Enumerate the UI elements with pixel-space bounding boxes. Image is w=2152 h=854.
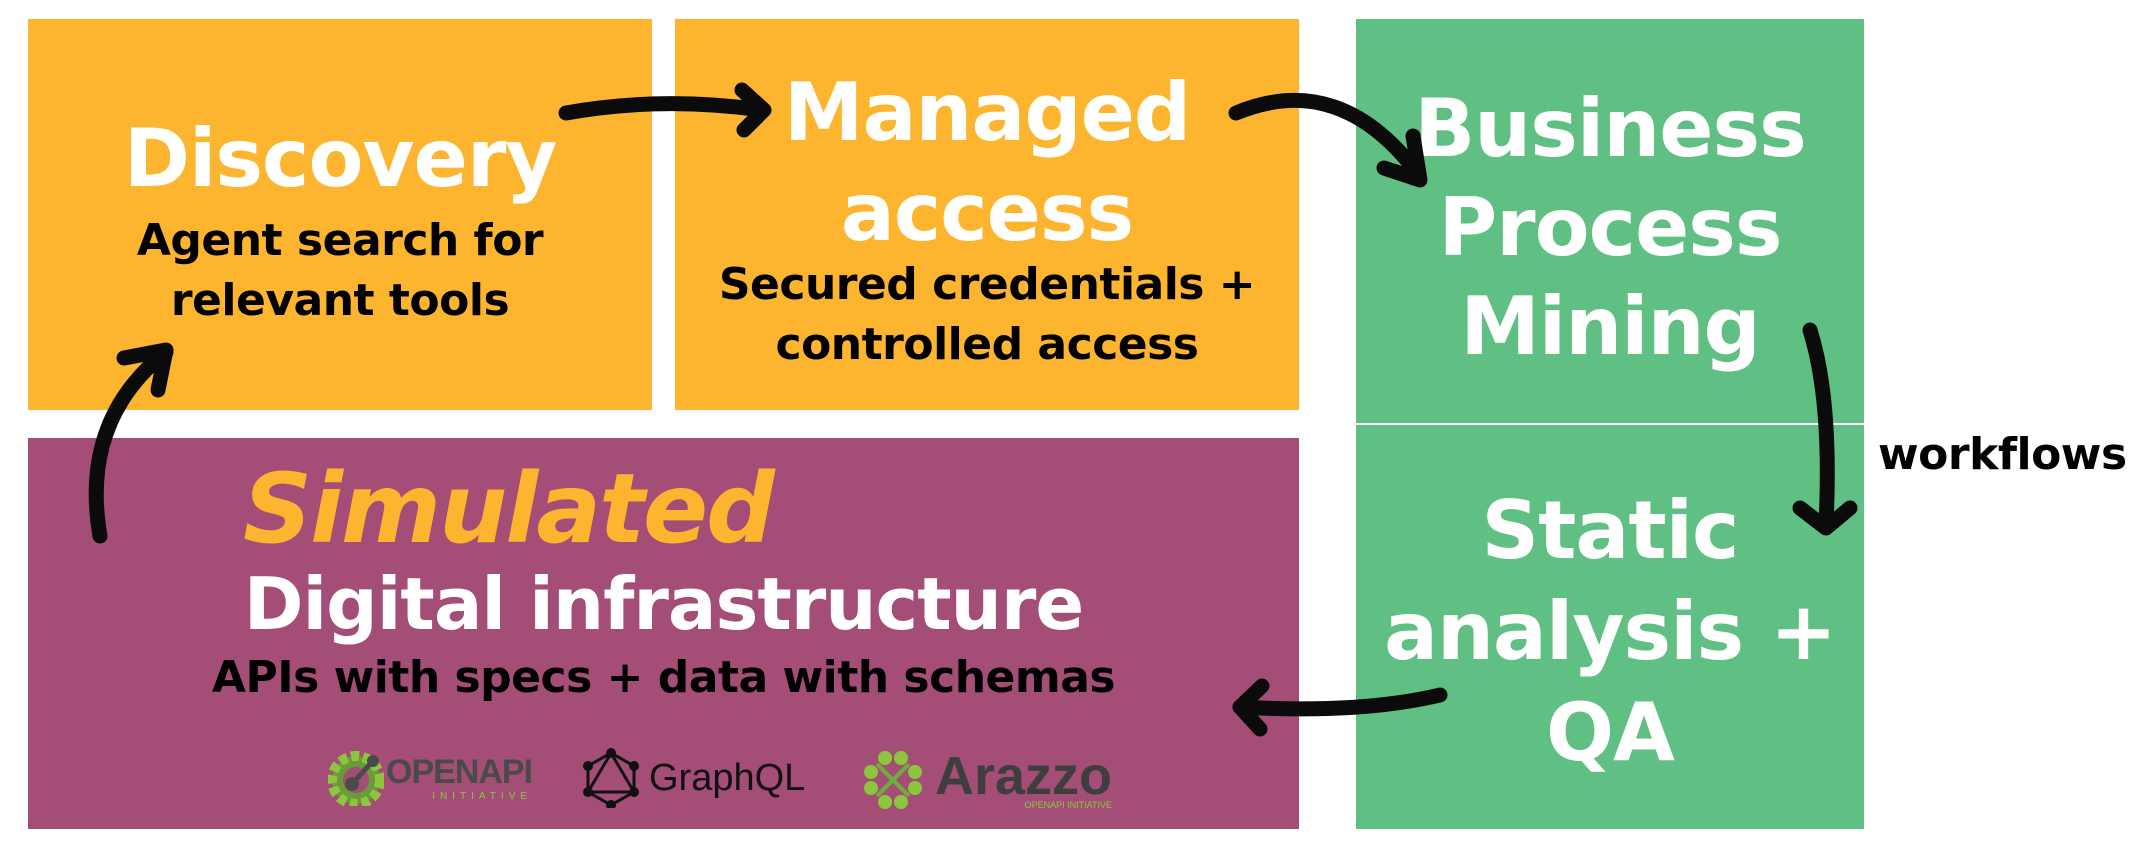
discovery-subtitle-line: relevant tools [170, 275, 510, 326]
static-analysis-box: Static analysis + QA [1356, 425, 1864, 829]
arazzo-wordmark: Arazzo [935, 746, 1113, 806]
simulated-highlight: Simulated [243, 453, 775, 565]
managed-access-title-line: access [840, 166, 1134, 259]
managed-access-title-line: Managed [783, 66, 1191, 159]
business-process-mining-title: Business Process Mining [1356, 79, 1864, 376]
managed-access-box: Managed access Secured credentials + con… [675, 19, 1299, 410]
graphql-wordmark: GraphQL [649, 756, 806, 799]
openapi-tagline: INITIATIVE [432, 790, 533, 802]
graphql-logo: GraphQL [583, 748, 806, 808]
digital-infrastructure-title: Digital infrastructure [243, 562, 1085, 646]
managed-access-subtitle-line: controlled access [775, 319, 1200, 370]
bpm-title-line: Mining [1460, 280, 1761, 373]
arazzo-icon [864, 751, 922, 809]
discovery-subtitle: Agent search for relevant tools [28, 211, 652, 331]
managed-access-subtitle-line: Secured credentials + [718, 259, 1256, 310]
bpm-title-line: Process [1438, 181, 1783, 274]
static-title-line: Static [1481, 484, 1740, 577]
static-analysis-title: Static analysis + QA [1356, 480, 1864, 783]
arazzo-logo: Arazzo OPENAPI INITIATIVE [863, 746, 1113, 810]
discovery-subtitle-line: Agent search for [136, 215, 544, 266]
openapi-logo: OPENAPI INITIATIVE [328, 750, 533, 806]
static-title-line: analysis + [1383, 585, 1837, 678]
workflows-edge-label: workflows [1878, 429, 2127, 480]
managed-access-title: Managed access [675, 63, 1299, 263]
arazzo-tagline: OPENAPI INITIATIVE [1024, 800, 1113, 810]
business-process-mining-box: Business Process Mining [1356, 19, 1864, 423]
graphql-icon [583, 748, 639, 808]
openapi-wordmark: OPENAPI [386, 752, 533, 791]
bpm-title-line: Business [1414, 82, 1806, 175]
digital-infrastructure-subtitle: APIs with specs + data with schemas [211, 652, 1116, 703]
discovery-box: Discovery Agent search for relevant tool… [28, 19, 652, 410]
managed-access-subtitle: Secured credentials + controlled access [675, 255, 1299, 375]
openapi-icon [328, 751, 384, 806]
discovery-title: Discovery [123, 112, 558, 205]
digital-infrastructure-box: Simulated Digital infrastructure APIs wi… [28, 438, 1299, 829]
static-title-line: QA [1546, 686, 1675, 779]
